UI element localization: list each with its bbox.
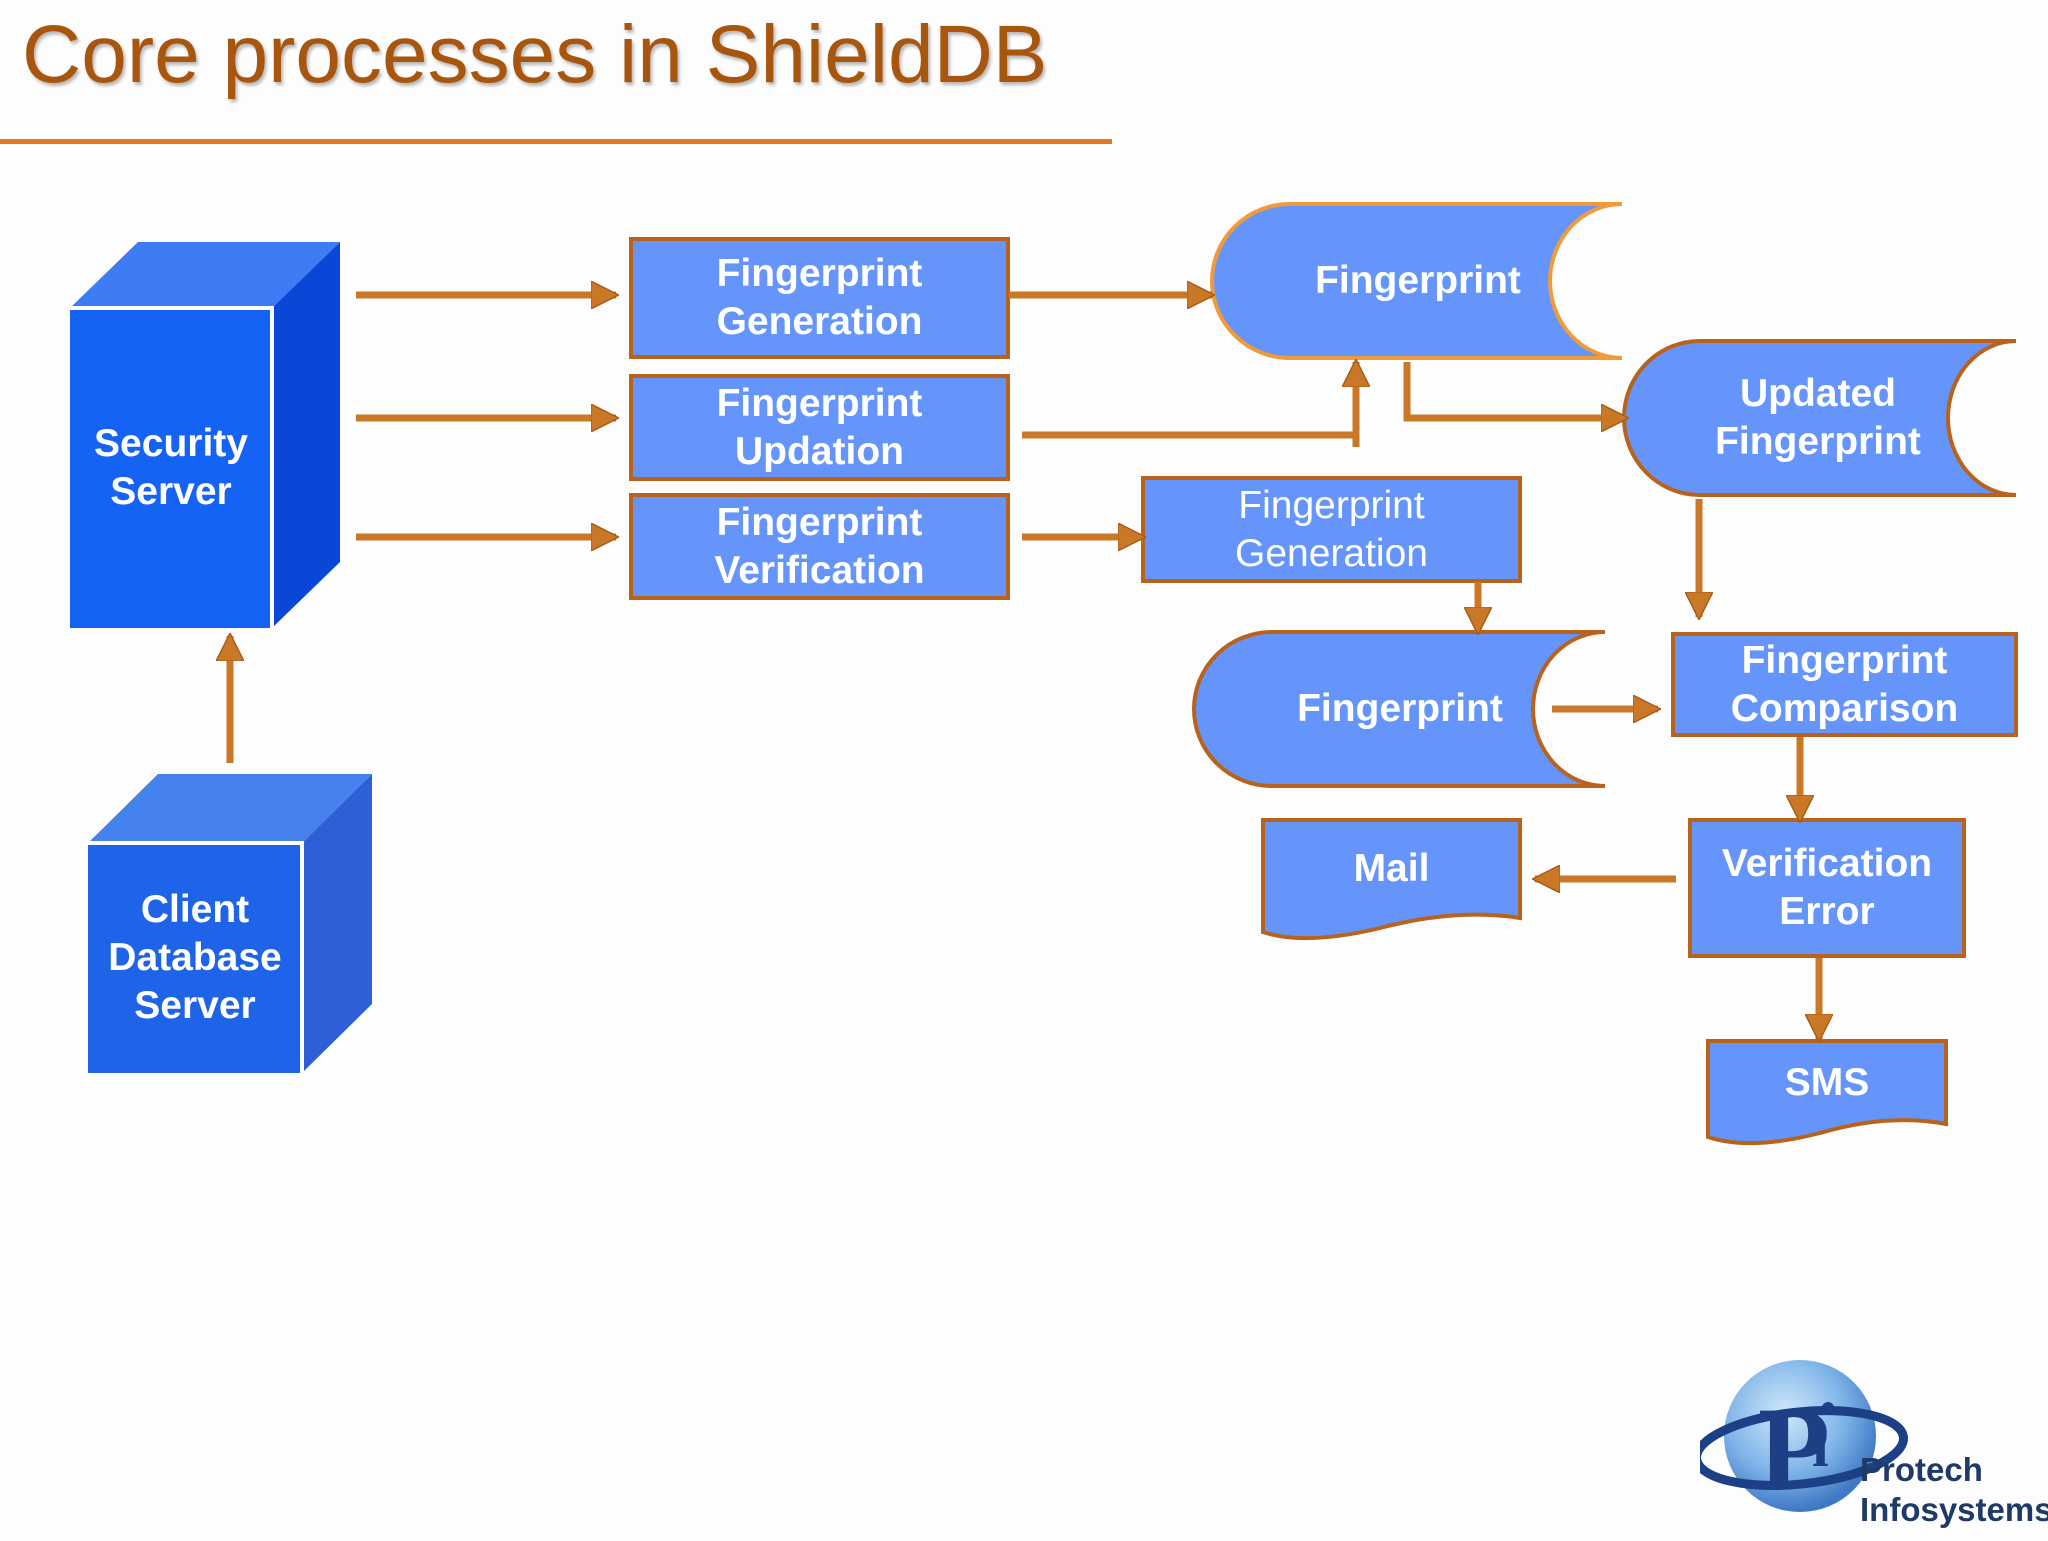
security-server-label: Security Server: [94, 422, 248, 513]
updated-fingerprint-label: Updated Fingerprint: [1715, 372, 1921, 463]
fingerprint-store-mid: [1192, 630, 1606, 788]
verification-error-box: [1688, 818, 1966, 958]
fingerprint-comparison-label: Fingerprint Comparison: [1730, 638, 1959, 730]
fingerprint-updation-box: [629, 374, 1010, 481]
verification-error-label: Verification Error: [1721, 842, 1933, 933]
fingerprint-generation-box-2: [1141, 476, 1522, 583]
fingerprint-generation-label: Fingerprint Generation: [716, 252, 923, 343]
security-server-cube: [70, 242, 340, 628]
updated-fingerprint-store: [1622, 339, 2017, 497]
arrow-store-to-updated: [1403, 362, 1626, 418]
sms-label: SMS: [1784, 1060, 1870, 1104]
fingerprint-verification-box: [629, 493, 1010, 600]
svg-text:P: P: [1758, 1383, 1830, 1514]
fingerprint-updation-label: Fingerprint Updation: [716, 381, 923, 473]
mail-label: Mail: [1353, 847, 1430, 890]
client-database-server-cube: [88, 774, 372, 1073]
client-database-server-label: Client Database Server: [108, 888, 282, 1027]
fingerprint-generation-box: [629, 237, 1010, 359]
fingerprint-store-mid-label: Fingerprint: [1297, 687, 1503, 730]
fingerprint-comparison-box: [1671, 632, 2018, 737]
arrow-updation-to-store: [1022, 362, 1356, 447]
page-title: Core processes in ShieldDB: [22, 9, 1048, 100]
logo-text-line1: Protech: [1860, 1451, 1983, 1488]
svg-text:i: i: [1812, 1413, 1829, 1479]
mail-document: [1261, 818, 1522, 941]
title-underline: [0, 139, 1112, 144]
fingerprint-store-top-label: Fingerprint: [1315, 259, 1521, 302]
fingerprint-verification-label: Fingerprint Verification: [714, 500, 925, 592]
sms-document: [1706, 1039, 1948, 1146]
logo-text-line2: Infosystems: [1860, 1491, 2048, 1528]
company-logo: P i Protech Infosystems: [1692, 1356, 2048, 1536]
fingerprint-store-top: [1210, 202, 1623, 360]
fingerprint-generation-2-label: Fingerprint Generation: [1235, 483, 1428, 575]
